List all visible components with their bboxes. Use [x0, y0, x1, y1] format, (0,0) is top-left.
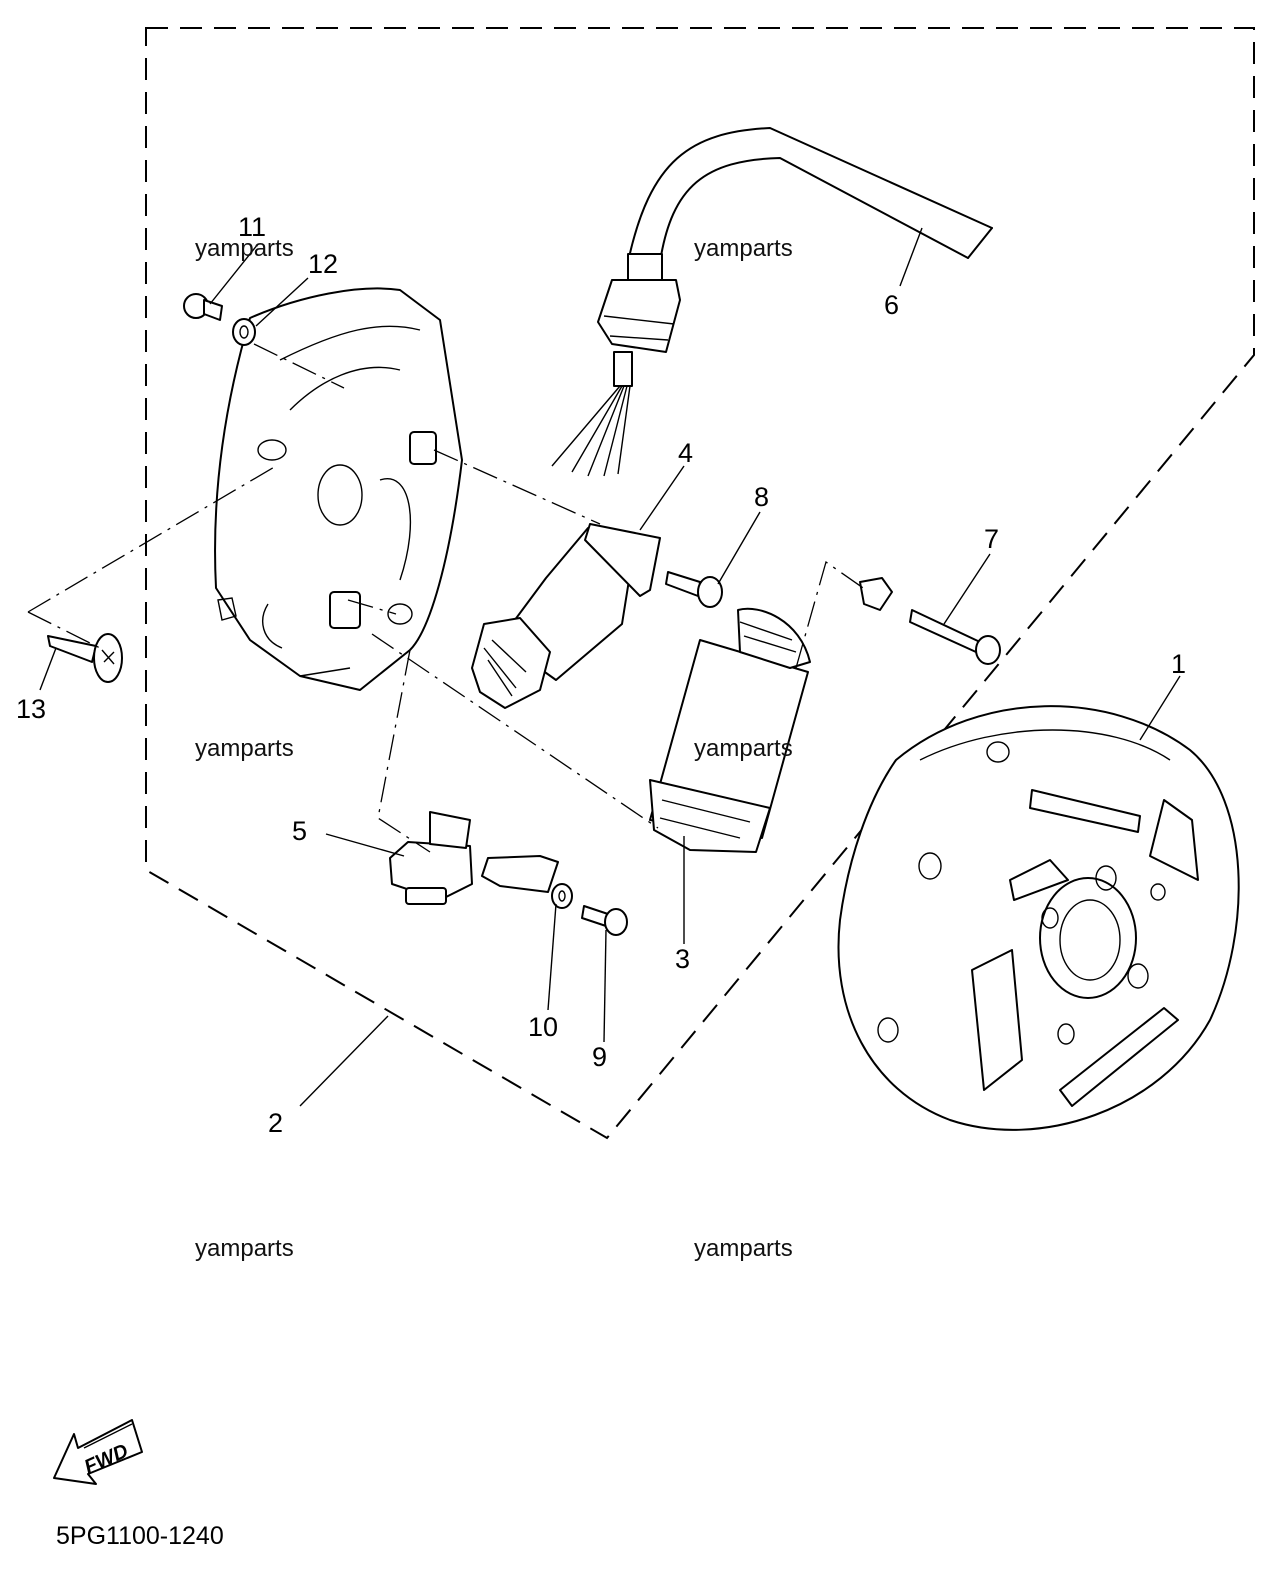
- diagram-code: 5PG1100-1240: [56, 1522, 224, 1550]
- leader-lines: [39, 227, 1181, 1107]
- callout-11: 11: [238, 212, 266, 242]
- washer-10: [551, 883, 573, 909]
- watermark: yamparts: [694, 235, 793, 262]
- watermark: yamparts: [694, 1235, 793, 1262]
- coil-lower: [649, 607, 811, 853]
- stator-base-plate: [214, 287, 463, 691]
- forward-arrow-icon: FWD: [53, 1419, 143, 1485]
- callout-7: 7: [984, 524, 999, 554]
- watermark: yamparts: [694, 735, 793, 762]
- watermark: yamparts: [195, 235, 294, 262]
- coil-upper: [471, 523, 661, 709]
- clamp-7: [859, 577, 893, 611]
- callout-6: 6: [884, 290, 899, 320]
- pickup-coil: [389, 811, 559, 905]
- callout-12: 12: [308, 249, 338, 279]
- flywheel-rotor: [837, 705, 1240, 1131]
- callout-3: 3: [675, 944, 690, 974]
- screw-13: [47, 633, 123, 683]
- callout-9: 9: [592, 1042, 607, 1072]
- alignment-lines: [27, 343, 867, 853]
- callout-5: 5: [292, 816, 307, 846]
- screw-11: [183, 293, 223, 321]
- callout-10: 10: [528, 1012, 558, 1042]
- wire-harness: [551, 127, 993, 477]
- screw-9: [581, 905, 628, 936]
- screw-7: [909, 609, 1001, 665]
- callout-2: 2: [268, 1108, 283, 1138]
- washer-12: [232, 318, 256, 346]
- callout-1: 1: [1171, 649, 1186, 679]
- callout-4: 4: [678, 438, 693, 468]
- callout-13: 13: [16, 694, 46, 724]
- callout-8: 8: [754, 482, 769, 512]
- watermark: yamparts: [195, 735, 294, 762]
- watermark: yamparts: [195, 1235, 294, 1262]
- screw-8: [665, 571, 723, 608]
